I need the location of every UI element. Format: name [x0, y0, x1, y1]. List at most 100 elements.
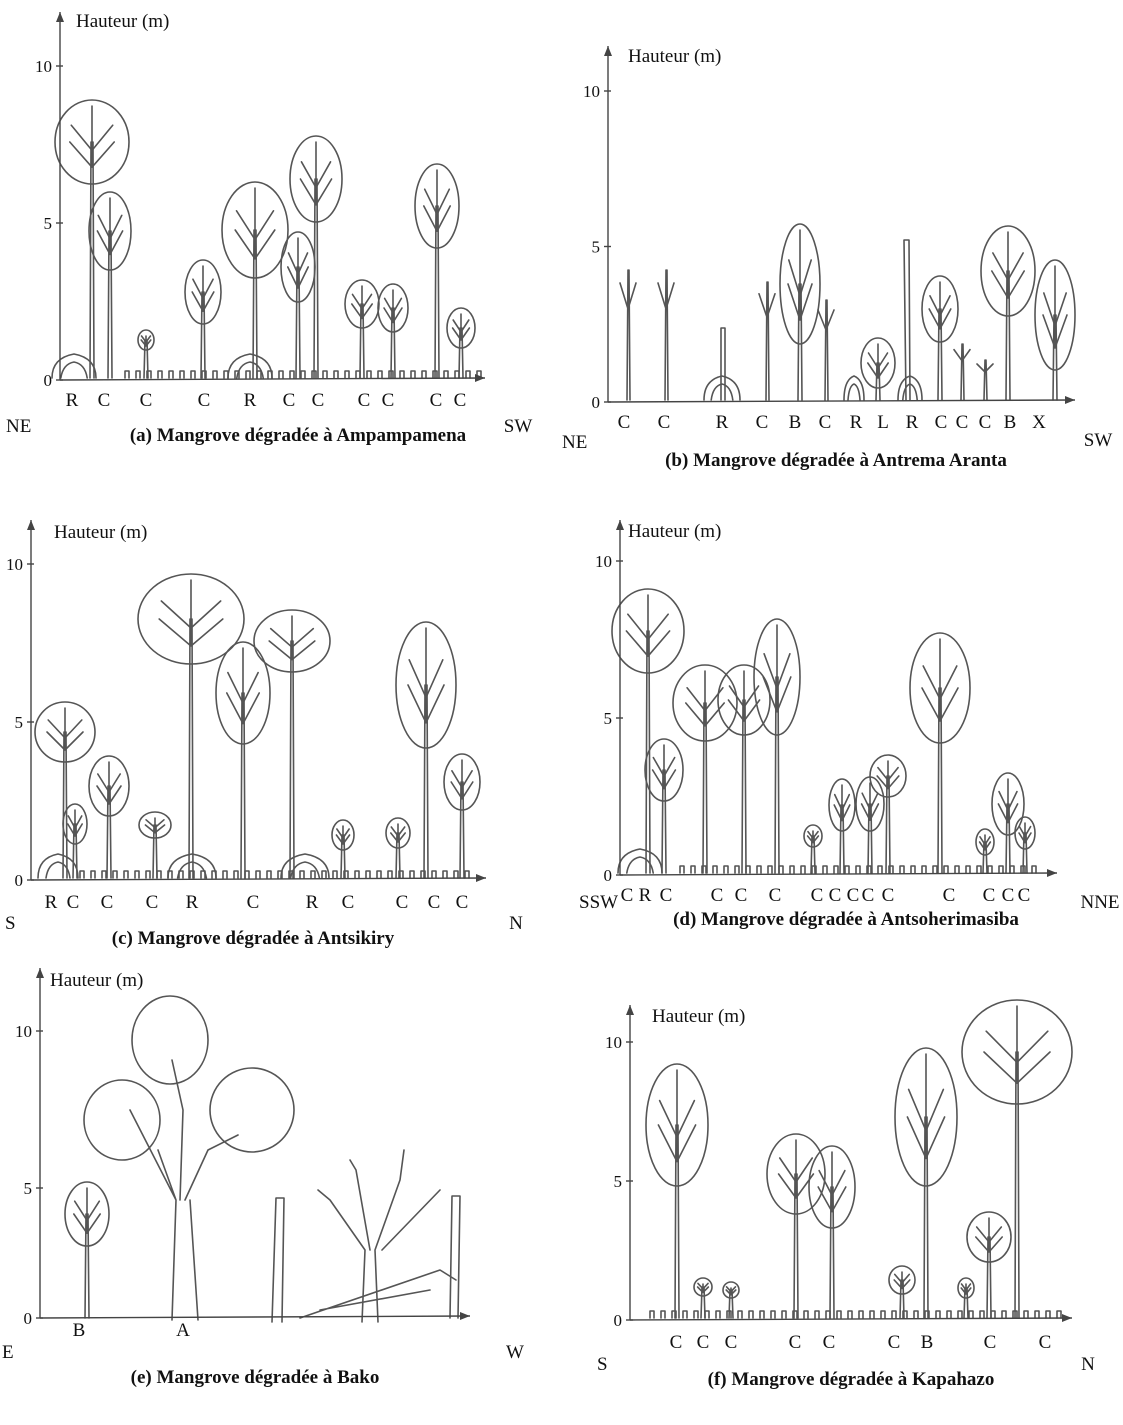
panel-caption: (c) Mangrove dégradée à Antsikiry [112, 928, 395, 949]
bare-stem [658, 270, 674, 400]
species-label: C [882, 885, 895, 906]
y-axis-arrow [616, 520, 624, 530]
tree-sketch [139, 812, 171, 878]
species-label: C [1002, 885, 1015, 906]
species-label: B [789, 412, 802, 433]
tree-sketch [216, 642, 270, 878]
species-label: C [956, 412, 969, 433]
tick-label: 5 [44, 214, 53, 233]
panel-e [36, 968, 470, 1320]
tree-sketch [415, 164, 459, 378]
direction-left: E [2, 1342, 14, 1363]
x-axis [620, 873, 1057, 875]
species-label: R [850, 412, 863, 433]
panel-e-text: 0510Hauteur (m)BA(e) Mangrove dégradée à… [2, 970, 524, 1388]
tick-label: 10 [6, 555, 23, 574]
direction-left: SSW [579, 892, 618, 913]
panel-b-text: 0510Hauteur (m)CCRCBCRLRCCCBX(b) Mangrov… [562, 46, 1112, 471]
species-label: R [244, 390, 257, 411]
species-label: C [979, 412, 992, 433]
y-axis-arrow [56, 12, 64, 22]
species-label: C [428, 892, 441, 913]
species-label: C [454, 390, 467, 411]
direction-left: S [597, 1354, 608, 1375]
species-label: C [756, 412, 769, 433]
x-axis-arrow [1065, 396, 1075, 404]
tree-sketch [856, 777, 884, 873]
species-label: A [176, 1320, 190, 1341]
tree-sketches [35, 100, 1075, 1322]
direction-right: NNE [1080, 892, 1119, 913]
tree-sketch [910, 633, 970, 873]
y-axis-arrow [604, 46, 612, 56]
bare-stem [977, 360, 993, 400]
tree-sketch [780, 224, 820, 400]
tick-label: 10 [15, 1022, 32, 1041]
tick-label: 10 [583, 82, 600, 101]
tree-sketch [65, 1182, 109, 1318]
bare-stem [954, 344, 970, 400]
x-axis-arrow [1062, 1314, 1072, 1322]
species-label: C [198, 390, 211, 411]
tree-sketch [444, 754, 480, 878]
tree-sketch [254, 610, 330, 878]
direction-right: N [509, 913, 523, 934]
prop-roots [38, 854, 78, 878]
large-tree-a [84, 996, 294, 1320]
tick-label: 0 [24, 1309, 33, 1328]
direction-left: S [5, 913, 16, 934]
stumps [650, 1311, 1061, 1318]
species-label: C [140, 390, 153, 411]
tree-sketch [895, 1048, 957, 1318]
direction-right: SW [1084, 430, 1113, 451]
species-label: C [935, 412, 948, 433]
tree-sketch [922, 276, 958, 400]
species-label: C [829, 885, 842, 906]
tree-sketch [89, 192, 131, 378]
panel-caption: (e) Mangrove dégradée à Bako [131, 1367, 380, 1388]
y-axis-label: Hauteur (m) [628, 521, 721, 542]
tree-sketch [1035, 260, 1075, 400]
tree-sketch [89, 756, 129, 878]
x-axis-arrow [1047, 869, 1057, 877]
species-label: C [670, 1332, 683, 1353]
tick-label: 5 [614, 1172, 623, 1191]
species-label: C [660, 885, 673, 906]
tree-sketch [386, 818, 410, 878]
tick-label: 0 [44, 371, 53, 390]
bare-stem [759, 282, 775, 400]
species-label: R [45, 892, 58, 913]
species-label: R [186, 892, 199, 913]
species-label: L [877, 412, 889, 433]
tree-sketch [396, 622, 456, 878]
species-label: C [101, 892, 114, 913]
species-label: C [342, 892, 355, 913]
tree-sketch [378, 284, 408, 378]
species-label: C [618, 412, 631, 433]
tree-sketch [281, 232, 315, 378]
y-axis-label: Hauteur (m) [628, 46, 721, 67]
panel-c-text: 0510Hauteur (m)RCCCRCRCCCC(c) Mangrove d… [5, 522, 523, 949]
tick-label: 10 [35, 57, 52, 76]
tree-sketch [962, 1000, 1072, 1318]
panel-a-text: 0510Hauteur (m)RCCCRCCCCCC(a) Mangrove d… [6, 11, 532, 446]
prop-roots [168, 854, 216, 878]
species-label: R [66, 390, 79, 411]
tree-sketch [870, 755, 906, 873]
species-label: B [73, 1320, 86, 1341]
species-label: C [1039, 1332, 1052, 1353]
species-label: C [819, 412, 832, 433]
tick-label: 5 [15, 713, 24, 732]
tree-sketch [718, 665, 770, 873]
tree-sketch [958, 1278, 974, 1318]
species-label: C [456, 892, 469, 913]
species-label: C [888, 1332, 901, 1353]
y-axis-arrow [626, 1005, 634, 1015]
species-label: C [735, 885, 748, 906]
tree-sketch [447, 308, 475, 378]
species-label: C [789, 1332, 802, 1353]
direction-right: W [506, 1342, 524, 1363]
x-axis [608, 400, 1075, 402]
stump [272, 1198, 284, 1322]
tree-sketch [1015, 817, 1035, 873]
